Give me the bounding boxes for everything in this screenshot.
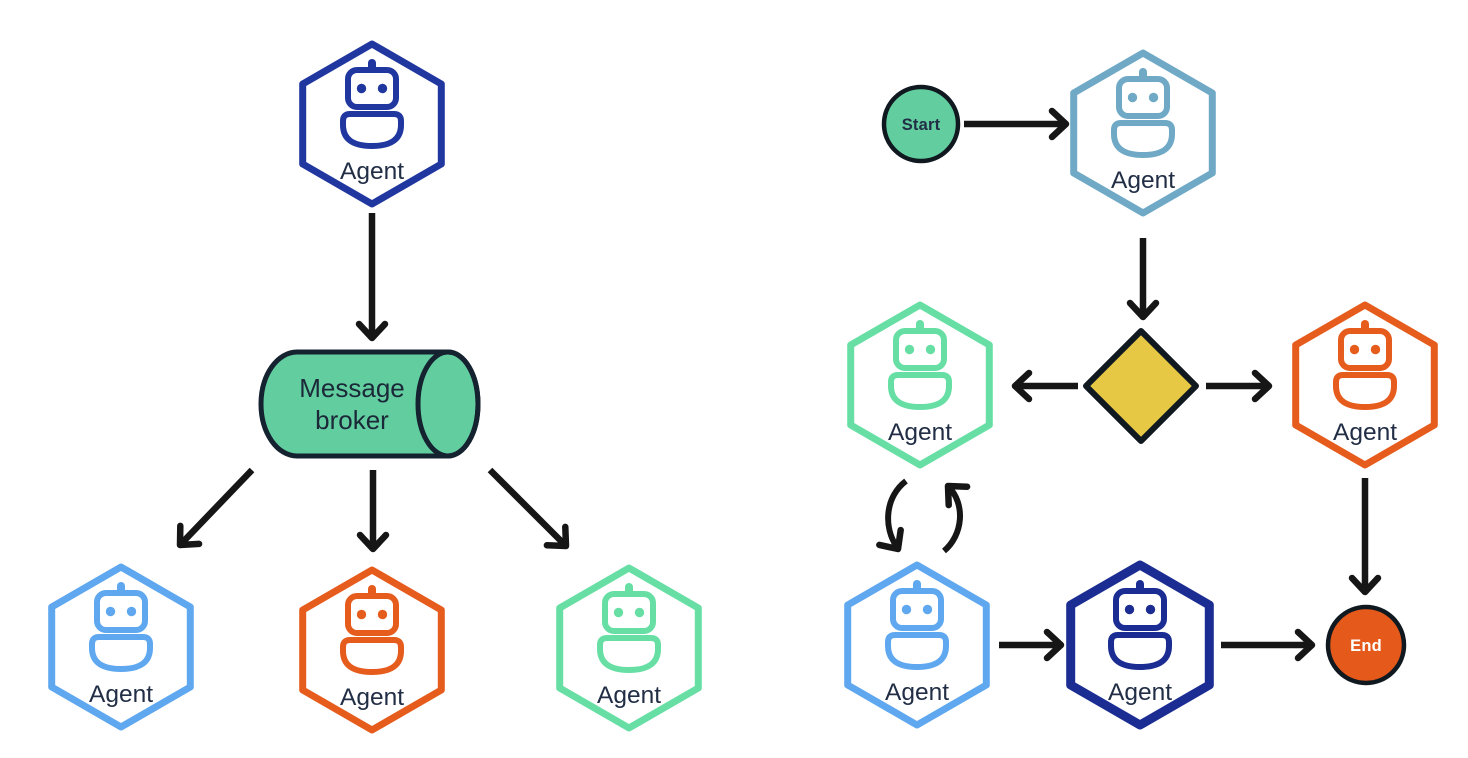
left-agent-orange-node: Agent bbox=[303, 570, 442, 730]
edge-broker-to-agent-blue bbox=[176, 467, 255, 549]
start-node: Start bbox=[881, 84, 961, 164]
left-agent-mint-node: Agent bbox=[560, 568, 699, 728]
edge-loop-down bbox=[876, 478, 908, 553]
broker-label-line1: Message bbox=[299, 373, 405, 403]
left-agent-blue-node: Agent bbox=[52, 567, 191, 727]
right-agent-mint-node: Agent bbox=[851, 305, 990, 465]
agent-label: Agent bbox=[340, 684, 404, 711]
agent-label: Agent bbox=[1108, 679, 1172, 706]
message-broker-node: Message broker bbox=[258, 349, 481, 459]
end-label: End bbox=[1350, 637, 1382, 655]
agent-label: Agent bbox=[597, 682, 661, 709]
agent-label: Agent bbox=[340, 158, 404, 185]
start-circle bbox=[881, 84, 961, 164]
right-agent-steel-node: Agent bbox=[1074, 53, 1213, 213]
left-top-agent-node: Agent bbox=[303, 44, 442, 204]
right-agent-navy-node: Agent bbox=[1071, 565, 1210, 725]
end-node: End bbox=[1325, 604, 1407, 686]
agent-label: Agent bbox=[1111, 167, 1175, 194]
left-diagram: Agent Message broker Agent Agent Agent bbox=[52, 44, 699, 730]
edge-loop-up bbox=[941, 482, 971, 554]
right-agent-orange-node: Agent bbox=[1296, 305, 1435, 465]
right-diagram: Start Agent Agent Agent Agent bbox=[848, 53, 1435, 725]
agent-label: Agent bbox=[1333, 419, 1397, 446]
cylinder-body bbox=[258, 349, 481, 459]
edge-broker-to-agent-mint bbox=[487, 467, 570, 550]
broker-label-line2: broker bbox=[315, 405, 389, 435]
agent-label: Agent bbox=[888, 419, 952, 446]
cylinder-cap bbox=[415, 349, 481, 459]
agent-label: Agent bbox=[885, 679, 949, 706]
right-agent-blue-node: Agent bbox=[848, 565, 987, 725]
agent-label: Agent bbox=[89, 681, 153, 708]
decision-diamond bbox=[1083, 328, 1199, 444]
end-circle bbox=[1325, 604, 1407, 686]
start-label: Start bbox=[902, 116, 941, 134]
